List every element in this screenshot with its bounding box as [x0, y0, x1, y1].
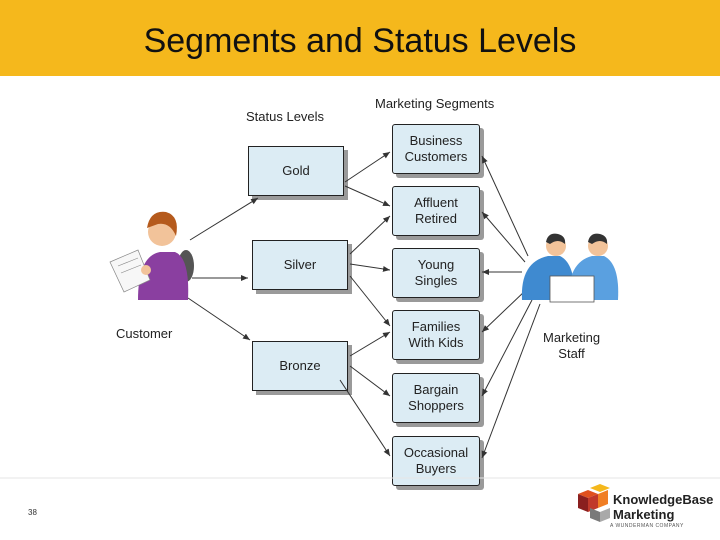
- arrow-silver-affluent: [349, 215, 391, 255]
- knowledgebase-logo-icon: [578, 484, 610, 522]
- arrow-staff-occasional: [481, 303, 541, 459]
- arrow-staff-bargain: [481, 299, 533, 397]
- logo-tagline: A WUNDERMAN COMPANY: [610, 523, 684, 529]
- arrow-staff-affluent: [481, 211, 526, 263]
- arrow-silver-young: [349, 263, 391, 272]
- status-box-silver: Silver: [252, 240, 348, 290]
- arrow-customer-gold: [189, 197, 259, 241]
- marketing-staff-label: Marketing Staff: [543, 330, 601, 361]
- arrow-bronze-occasional: [339, 379, 391, 457]
- arrow-bronze-families: [349, 331, 391, 357]
- arrow-gold-business: [344, 151, 391, 183]
- slide-title: Segments and Status Levels: [143, 22, 577, 60]
- segment-box-bargain-shoppers: Bargain Shoppers: [392, 373, 480, 423]
- segment-box-business-customers: Business Customers: [392, 124, 480, 174]
- logo-line1: KnowledgeBase: [613, 492, 714, 507]
- staff-figure: [521, 233, 619, 303]
- segment-box-affluent-retired: Affluent Retired: [392, 186, 480, 236]
- segment-box-young-singles: Young Singles: [392, 248, 480, 298]
- arrow-bronze-bargain: [349, 365, 391, 397]
- status-levels-header: Status Levels: [246, 109, 325, 124]
- logo-wordmark: KnowledgeBase Marketing: [613, 492, 713, 522]
- segment-box-families-with-kids: Families With Kids: [392, 310, 480, 360]
- arrow-customer-bronze: [187, 297, 251, 341]
- arrow-staff-business: [481, 155, 529, 257]
- customer-figure: [109, 211, 194, 300]
- status-box-gold: Gold: [248, 146, 344, 196]
- arrow-silver-families: [349, 275, 391, 327]
- customer-label: Customer: [116, 326, 173, 341]
- title-bar: Segments and Status Levels: [0, 0, 720, 76]
- marketing-segments-header: Marketing Segments: [375, 96, 495, 111]
- status-box-bronze: Bronze: [252, 341, 348, 391]
- page-number: 38: [28, 508, 37, 517]
- logo-line2: Marketing: [613, 507, 675, 522]
- arrow-gold-affluent: [344, 185, 391, 207]
- arrow-staff-families: [481, 289, 527, 333]
